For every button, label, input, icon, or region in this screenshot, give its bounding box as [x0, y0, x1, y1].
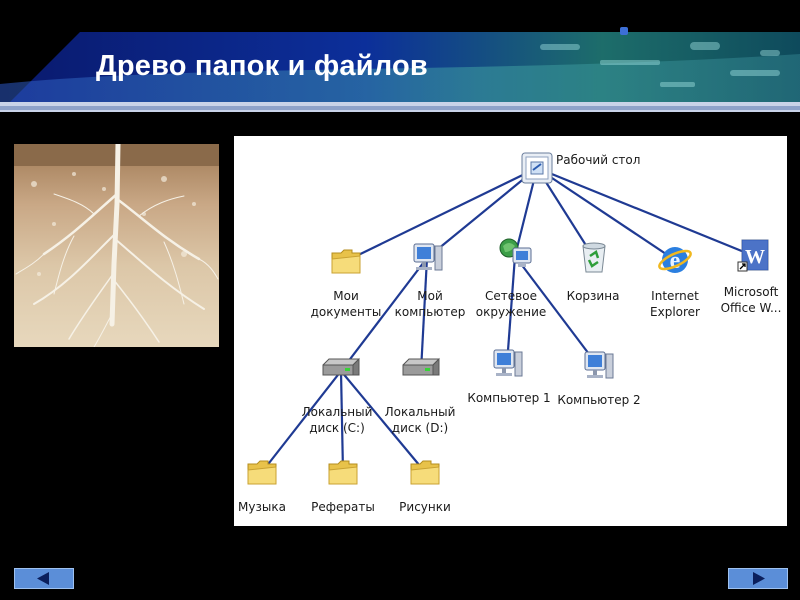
edge-my-computer-disk-d: [419, 257, 429, 372]
folder-icon: [247, 460, 277, 485]
recycle-bin-icon: [582, 242, 606, 273]
node-label-recycle: Корзина: [566, 289, 620, 303]
node-label-word: Microsoft Office W...: [720, 285, 782, 315]
arrow-right-icon: [753, 572, 765, 585]
next-slide-button[interactable]: [728, 568, 788, 589]
slide-title: Древо папок и файлов: [96, 50, 428, 82]
disk-icon: [402, 357, 440, 376]
node-label-pc2: Компьютер 2: [557, 393, 641, 407]
node-label-disk-c: Локальный диск (C:): [301, 405, 373, 435]
computer-icon: [493, 349, 523, 377]
prev-slide-button[interactable]: [14, 568, 74, 589]
edge-disk-c-essays: [339, 370, 345, 473]
arrow-left-icon: [37, 572, 49, 585]
corner-bullet-icon: [620, 27, 628, 35]
desktop-icon: [521, 152, 553, 184]
folder-icon: [410, 460, 440, 485]
edge-disk-c-music: [261, 370, 342, 473]
disk-icon: [322, 357, 360, 376]
node-label-desktop: Рабочий стол: [556, 153, 641, 167]
edge-desktop-my-computer: [426, 167, 538, 259]
svg-text:e: e: [670, 248, 681, 274]
node-label-music: Музыка: [238, 500, 286, 514]
title-banner: [0, 24, 800, 112]
network-icon: [499, 238, 532, 267]
edge-network-pc2: [514, 255, 599, 367]
edge-network-pc1: [505, 255, 517, 365]
node-label-network: Сетевое окружение: [475, 289, 547, 319]
edge-disk-c-pictures: [340, 370, 426, 473]
edge-my-computer-disk-c: [340, 257, 428, 372]
node-label-disk-d: Локальный диск (D:): [384, 405, 456, 435]
svg-text:W: W: [745, 246, 765, 268]
node-label-my-docs: Мои документы: [310, 289, 382, 319]
folder-icon: [331, 249, 361, 274]
internet-explorer-icon: e: [658, 247, 692, 274]
edge-desktop-ie: [536, 167, 676, 261]
computer-icon: [413, 243, 443, 271]
node-label-essays: Рефераты: [311, 500, 375, 514]
word-icon: W: [737, 239, 769, 272]
node-label-ie: Internet Explorer: [650, 289, 700, 319]
computer-icon: [584, 351, 614, 379]
edge-desktop-word: [536, 166, 755, 258]
node-label-pictures: Рисунки: [399, 500, 451, 514]
folder-icon: [328, 460, 358, 485]
node-label-my-computer: Мой компьютер: [394, 289, 466, 319]
tree-roots-image: [14, 144, 219, 347]
node-label-pc1: Компьютер 1: [467, 391, 551, 405]
edge-desktop-my-docs: [345, 167, 538, 262]
